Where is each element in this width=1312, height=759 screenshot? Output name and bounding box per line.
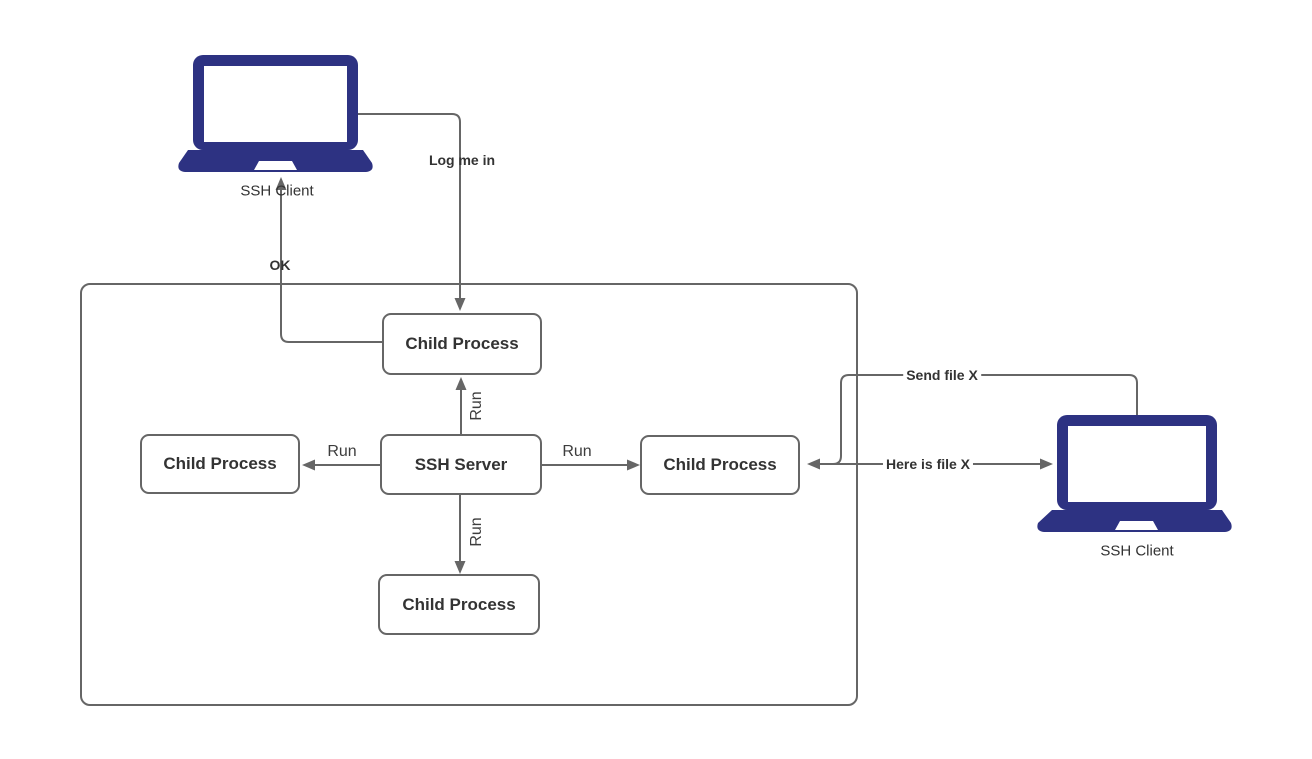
arrowhead-right-icon (1040, 458, 1053, 470)
arrowhead-up-icon (455, 377, 467, 390)
run-label-right: Run (562, 443, 592, 460)
laptop-notch (1115, 521, 1158, 530)
child-process-bottom-label: Child Process (402, 594, 516, 614)
child-process-right-label: Child Process (663, 455, 777, 474)
edge-ok (275, 177, 382, 343)
child-process-bottom-node: Child Process (378, 574, 540, 635)
laptop-notch (254, 161, 297, 170)
laptop-screen (204, 66, 347, 142)
here-is-file-x-label: Here is file X (882, 456, 974, 472)
edge-run-bottom (454, 495, 466, 574)
ok-label: OK (269, 257, 291, 273)
send-file-x-label: Send file X (903, 367, 981, 383)
run-label-top: Run (468, 391, 485, 421)
arrowhead-left-icon (302, 459, 315, 471)
ssh-server-node: SSH Server (380, 434, 542, 495)
laptop-screen (1068, 426, 1206, 502)
edge-send-file-line (820, 374, 1138, 465)
child-process-left-node: Child Process (140, 434, 300, 494)
edge-run-right (542, 459, 640, 471)
child-process-top-node: Child Process (382, 313, 542, 375)
arrowhead-down-icon (454, 298, 466, 311)
edge-run-top (455, 377, 467, 434)
laptop-icon-right (1037, 415, 1232, 532)
run-label-left: Run (327, 443, 357, 460)
edge-run-left (302, 459, 380, 471)
edge-log-me-in-line (358, 113, 461, 299)
laptop-icon-left (178, 55, 373, 172)
ssh-client-left-label: SSH Client (240, 182, 314, 200)
ssh-server-label: SSH Server (414, 454, 508, 474)
arrowhead-down-icon (454, 561, 466, 574)
arrowhead-right-icon (627, 459, 640, 471)
child-process-right-node: Child Process (640, 435, 800, 495)
arrowhead-up-icon (275, 177, 287, 190)
child-process-left-label: Child Process (163, 454, 277, 473)
run-label-bottom: Run (468, 517, 485, 547)
edge-ok-line (280, 190, 382, 343)
server-boundary-box (80, 283, 858, 706)
edge-log-me-in (358, 113, 466, 311)
child-process-top-label: Child Process (405, 334, 519, 353)
ssh-client-right-label: SSH Client (1100, 542, 1174, 560)
log-me-in-label: Log me in (428, 152, 496, 168)
